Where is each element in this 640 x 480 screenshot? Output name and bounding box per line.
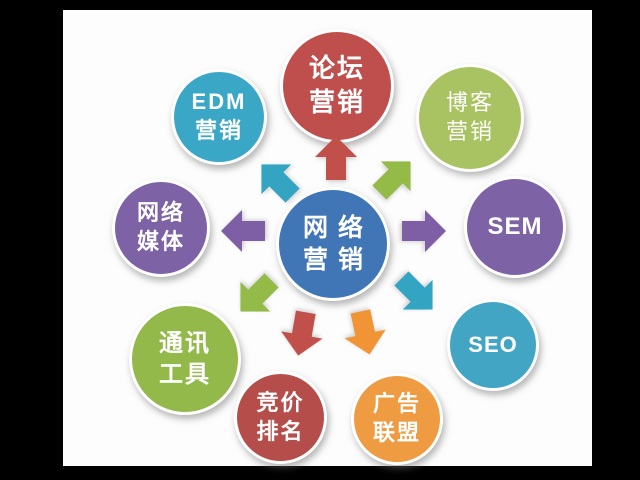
node-blog-marketing: 博客 营销 bbox=[416, 64, 524, 172]
arrow-ad-alliance-icon bbox=[344, 309, 386, 355]
node-bidding-ranking: 竞价 排名 bbox=[234, 371, 327, 464]
node-ad-alliance: 广告 联盟 bbox=[351, 373, 443, 465]
node-online-media: 网络 媒体 bbox=[112, 179, 210, 277]
node-edm-marketing: EDM 营销 bbox=[171, 69, 267, 165]
node-label-line: 排名 bbox=[256, 418, 305, 444]
node-label-line: 营销 bbox=[194, 118, 243, 143]
node-label-line: 博客 bbox=[445, 90, 494, 116]
arrow-forum-marketing-icon bbox=[315, 136, 357, 180]
node-label-line: 论坛 bbox=[308, 53, 365, 84]
node-label-line: 广告 bbox=[372, 391, 421, 417]
node-seo: SEO bbox=[447, 299, 539, 391]
node-label-line: 网络 bbox=[302, 213, 373, 242]
node-label-line: 联盟 bbox=[372, 420, 421, 445]
node-im-tools: 通讯 工具 bbox=[129, 303, 241, 415]
arrow-sem-icon bbox=[402, 210, 446, 252]
node-label-line: 媒体 bbox=[136, 229, 185, 254]
node-label-line: 营销 bbox=[445, 119, 494, 144]
node-label-line: EDM bbox=[191, 89, 247, 115]
node-label-line: 工具 bbox=[159, 361, 211, 388]
arrow-online-media-icon bbox=[221, 210, 265, 252]
arrow-im-tools-icon bbox=[240, 273, 279, 312]
node-label-line: 通讯 bbox=[159, 329, 211, 357]
node-label-line: SEM bbox=[487, 213, 543, 241]
node-label-line: 网络 bbox=[136, 200, 185, 226]
node-network-marketing: 网络 营销 bbox=[276, 187, 390, 301]
arrow-blog-marketing-icon bbox=[372, 161, 411, 200]
node-label-line: 营销 bbox=[302, 246, 373, 274]
arrow-seo-icon bbox=[394, 271, 433, 310]
node-sem: SEM bbox=[464, 176, 566, 278]
node-label-line: SEO bbox=[468, 331, 518, 357]
arrow-edm-marketing-icon bbox=[261, 164, 300, 203]
node-label-line: 营销 bbox=[308, 87, 365, 117]
node-forum-marketing: 论坛 营销 bbox=[280, 29, 394, 143]
node-label-line: 竞价 bbox=[256, 389, 305, 415]
arrow-bidding-ranking-icon bbox=[281, 310, 323, 356]
